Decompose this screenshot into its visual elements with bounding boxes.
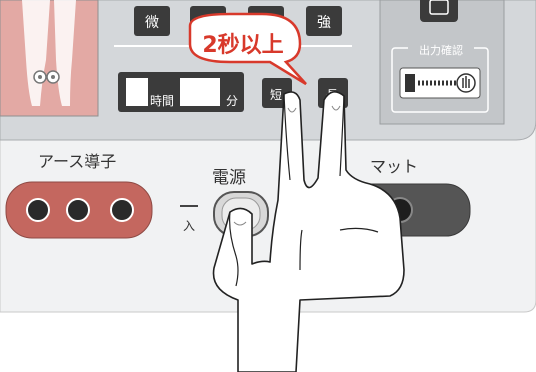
timer-minutes-label: 分: [226, 94, 238, 108]
mat-label: マット: [370, 157, 418, 176]
earth-terminal-jack[interactable]: [27, 199, 49, 221]
output-check-panel: 出力確認: [380, 0, 504, 124]
earth-terminal-jack[interactable]: [67, 199, 89, 221]
plug-icon: [405, 74, 415, 92]
timer-hours-label: 時間: [150, 94, 174, 108]
earth-terminal-jack[interactable]: [111, 199, 133, 221]
intensity-label: 微: [145, 15, 159, 31]
intensity-button-strong[interactable]: 強: [306, 6, 342, 36]
earth-terminal-block: [6, 182, 152, 238]
short-label: 短: [270, 88, 282, 102]
callout-text: 2秒以上: [202, 33, 283, 58]
timer-display: 時間 分: [118, 72, 244, 112]
body-figure-panel: [0, 0, 98, 116]
power-label: 電源: [212, 168, 246, 188]
output-check-label: 出力確認: [419, 43, 463, 57]
indicator-button[interactable]: [420, 0, 458, 22]
intensity-label: 強: [317, 15, 331, 31]
earth-terminal-label: アース導子: [38, 152, 116, 171]
intensity-button-weakest[interactable]: 微: [134, 6, 170, 36]
power-on-label: 入: [183, 219, 195, 233]
